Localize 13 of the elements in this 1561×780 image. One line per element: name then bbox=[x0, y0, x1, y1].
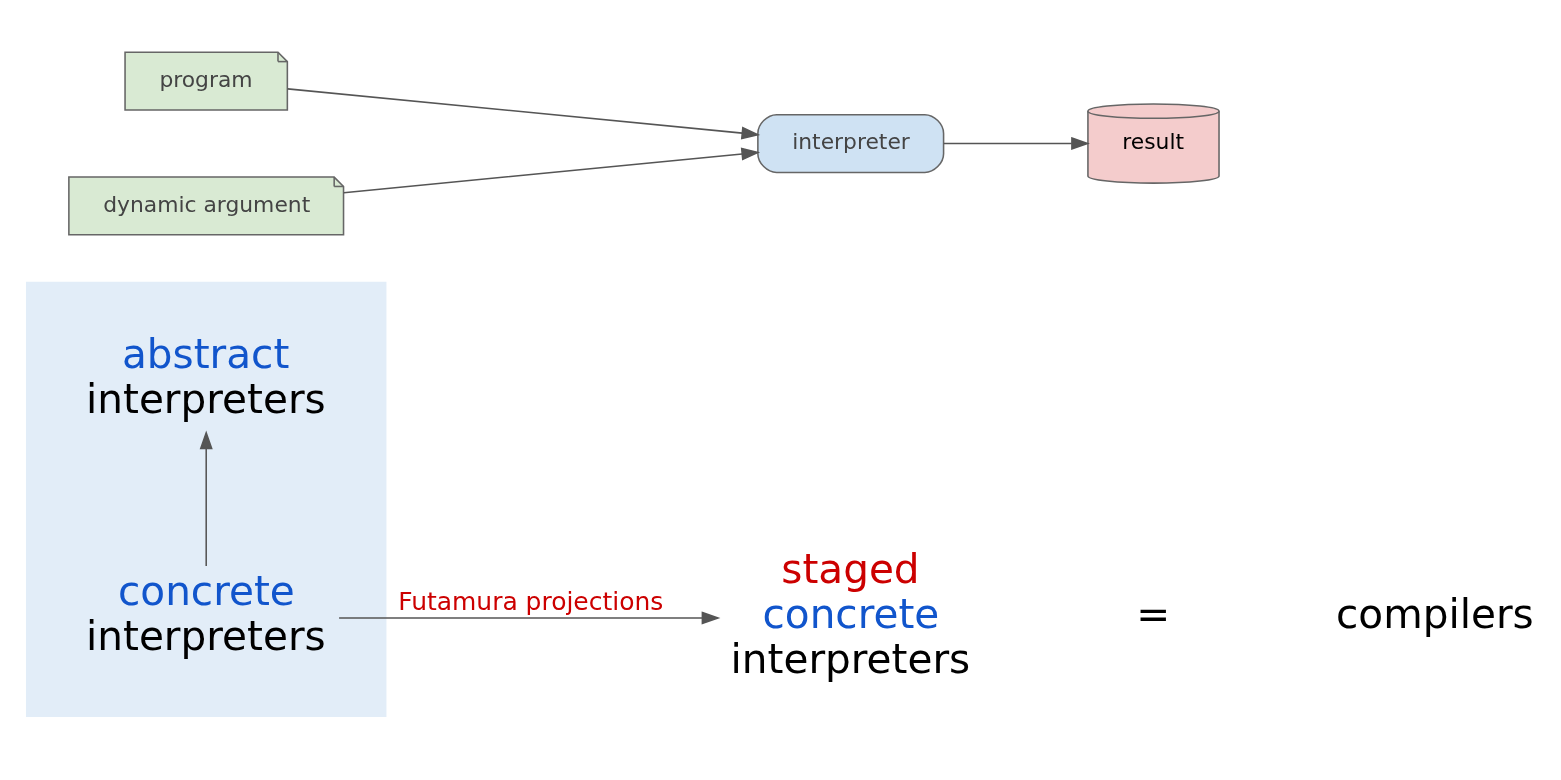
label: = bbox=[1136, 589, 1171, 638]
cluster bbox=[25, 281, 387, 717]
arrow bbox=[199, 430, 213, 567]
node-text: abstract interpreters bbox=[86, 329, 326, 423]
arrow bbox=[338, 610, 721, 624]
edge-label: Futamura projections bbox=[398, 586, 664, 616]
node-text: concrete interpreters bbox=[86, 566, 326, 660]
label: compilers bbox=[1336, 589, 1534, 638]
arrow bbox=[343, 147, 761, 193]
arrow bbox=[286, 87, 761, 140]
arrow bbox=[943, 136, 1090, 150]
node-text: staged concrete interpreters bbox=[730, 544, 971, 683]
node-box: interpreter bbox=[757, 113, 945, 173]
